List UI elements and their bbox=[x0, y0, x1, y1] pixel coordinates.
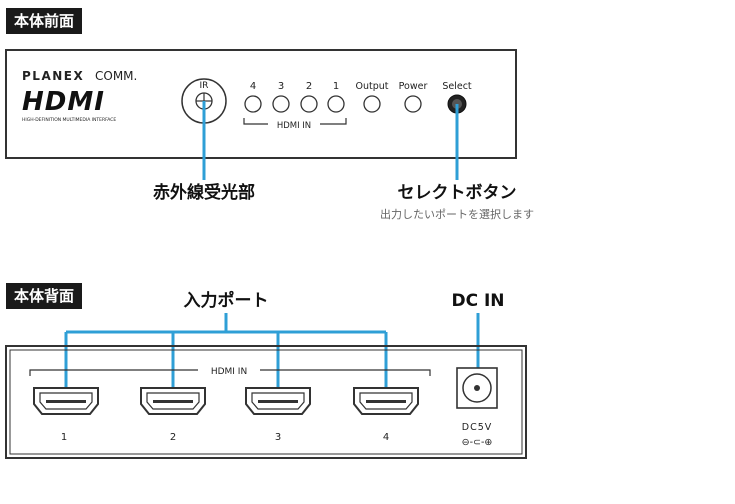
led-port-1 bbox=[327, 95, 345, 113]
brand-planex: PLANEX bbox=[22, 69, 84, 83]
front-section-label: 本体前面 bbox=[6, 8, 83, 34]
back-hdmi-in-label: HDMI IN bbox=[211, 367, 247, 377]
power-label: Power bbox=[399, 81, 428, 92]
hdmi-port-1 bbox=[33, 387, 99, 415]
front-hdmi-in-bracket bbox=[243, 118, 347, 125]
select-callout: セレクトボタン bbox=[398, 183, 517, 203]
dc-polarity-icon: ⊖-⊂-⊕ bbox=[462, 437, 493, 448]
select-callout-desc: 出力したいポートを選択します bbox=[380, 207, 534, 221]
back-panel-inner bbox=[9, 349, 523, 455]
brand-comm: COMM. bbox=[95, 69, 137, 83]
dc-voltage-label: DC5V bbox=[462, 422, 493, 433]
hdmi-logo-subtext: HIGH-DEFINITION MULTIMEDIA INTERFACE bbox=[22, 117, 116, 123]
front-hdmi-in-label: HDMI IN bbox=[277, 121, 311, 131]
hdmi-port-2 bbox=[140, 387, 206, 415]
back-panel-outer bbox=[5, 345, 527, 459]
dc-jack-pin bbox=[474, 385, 480, 391]
dc-in-callout: DC IN bbox=[451, 291, 504, 311]
hdmi-port-3 bbox=[245, 387, 311, 415]
ir-label: IR bbox=[200, 81, 209, 91]
ir-callout: 赤外線受光部 bbox=[153, 182, 255, 203]
led-port-4-label: 4 bbox=[250, 81, 256, 92]
hdmi-port-2-label: 2 bbox=[170, 432, 176, 443]
hdmi-port-4-label: 4 bbox=[383, 432, 389, 443]
hdmi-port-1-label: 1 bbox=[61, 432, 67, 443]
select-label: Select bbox=[442, 81, 472, 92]
input-port-callout: 入力ポート bbox=[184, 290, 269, 311]
led-port-2 bbox=[300, 95, 318, 113]
hdmi-port-4 bbox=[353, 387, 419, 415]
output-label: Output bbox=[356, 81, 389, 92]
back-section-label: 本体背面 bbox=[6, 283, 83, 309]
power-led bbox=[404, 95, 422, 113]
led-port-4 bbox=[244, 95, 262, 113]
led-port-2-label: 2 bbox=[306, 81, 312, 92]
front-panel: PLANEX COMM. HDMI HIGH-DEFINITION MULTIM… bbox=[5, 49, 517, 159]
input-port-callout-lines bbox=[64, 313, 388, 402]
led-port-3 bbox=[272, 95, 290, 113]
hdmi-logo: HDMI bbox=[22, 87, 105, 117]
output-led bbox=[363, 95, 381, 113]
hdmi-port-3-label: 3 bbox=[275, 432, 281, 443]
led-port-1-label: 1 bbox=[333, 81, 339, 92]
led-port-3-label: 3 bbox=[278, 81, 284, 92]
back-hdmi-in-bracket bbox=[29, 369, 431, 376]
back-panel: HDMI IN 1 2 3 4 DC5V ⊖-⊂ bbox=[5, 345, 527, 459]
